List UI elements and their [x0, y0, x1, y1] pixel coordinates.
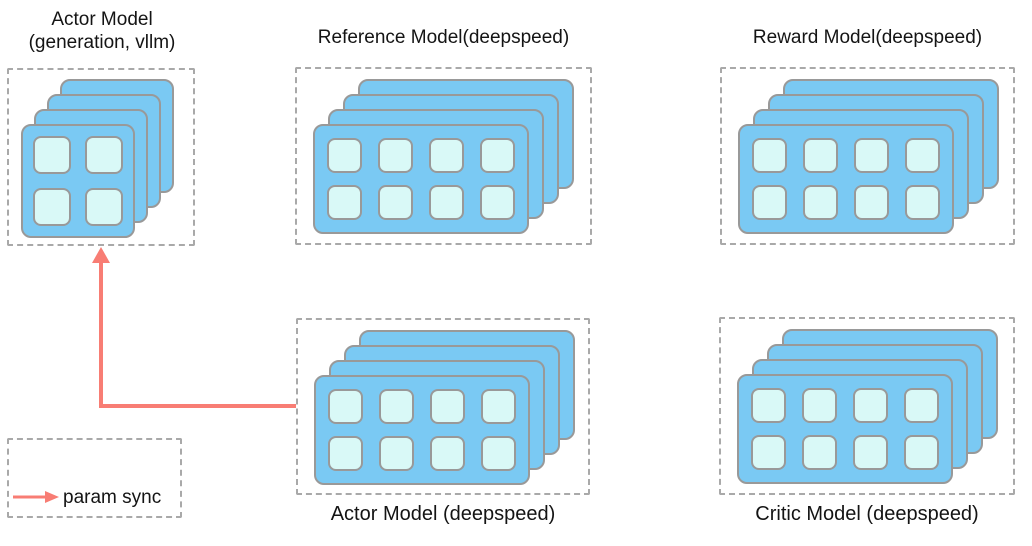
gpu-cell [85, 188, 123, 226]
actor-deepspeed-group-box [296, 318, 590, 495]
gpu-cell [803, 185, 838, 220]
gpu-cell [853, 435, 888, 470]
reward-model-title: Reward Model(deepspeed) [752, 27, 983, 48]
critic-model-group-box [719, 317, 1015, 495]
gpu-cell [327, 138, 362, 173]
critic-model-title: Critic Model (deepspeed) [755, 503, 979, 525]
gpu-cell [378, 185, 413, 220]
gpu-cell [904, 388, 939, 423]
param-sync-arrow-icon [13, 491, 59, 503]
gpu-cell [905, 185, 940, 220]
gpu-cell [752, 185, 787, 220]
gpu-cell [481, 389, 516, 424]
gpu-cell [429, 185, 464, 220]
gpu-cell [802, 388, 837, 423]
gpu-card-front [313, 124, 529, 234]
gpu-cell [480, 138, 515, 173]
gpu-cell [853, 388, 888, 423]
gpu-cell [33, 136, 71, 174]
gpu-cell [904, 435, 939, 470]
actor-generation-title: Actor Model (generation, vllm) [0, 8, 204, 54]
gpu-cell [430, 436, 465, 471]
actor-generation-title-line2: (generation, vllm) [28, 32, 176, 53]
gpu-card-front [737, 374, 953, 484]
gpu-cell [327, 185, 362, 220]
reference-model-group-box [295, 67, 592, 245]
gpu-cell [905, 138, 940, 173]
reward-model-group-box [720, 67, 1015, 245]
gpu-cell [85, 136, 123, 174]
reference-model-title: Reference Model(deepspeed) [317, 27, 570, 48]
legend-label: param sync [63, 487, 162, 508]
gpu-cell [802, 435, 837, 470]
gpu-cell [379, 436, 414, 471]
gpu-cell [429, 138, 464, 173]
gpu-cell [328, 436, 363, 471]
gpu-card-front [738, 124, 954, 234]
gpu-cell [751, 388, 786, 423]
gpu-cell [752, 138, 787, 173]
gpu-cell [430, 389, 465, 424]
actor-deepspeed-title: Actor Model (deepspeed) [330, 503, 556, 525]
gpu-cell [379, 389, 414, 424]
actor-generation-title-line1: Actor Model [51, 9, 153, 30]
actor-generation-group-box [7, 68, 195, 246]
gpu-card-front [21, 124, 135, 238]
gpu-cell [480, 185, 515, 220]
gpu-cell [803, 138, 838, 173]
gpu-cell [33, 188, 71, 226]
gpu-cell [854, 138, 889, 173]
gpu-card-front [314, 375, 530, 485]
gpu-cell [328, 389, 363, 424]
gpu-cell [378, 138, 413, 173]
gpu-cell [751, 435, 786, 470]
legend-box [7, 438, 182, 518]
gpu-cell [854, 185, 889, 220]
gpu-cell [481, 436, 516, 471]
